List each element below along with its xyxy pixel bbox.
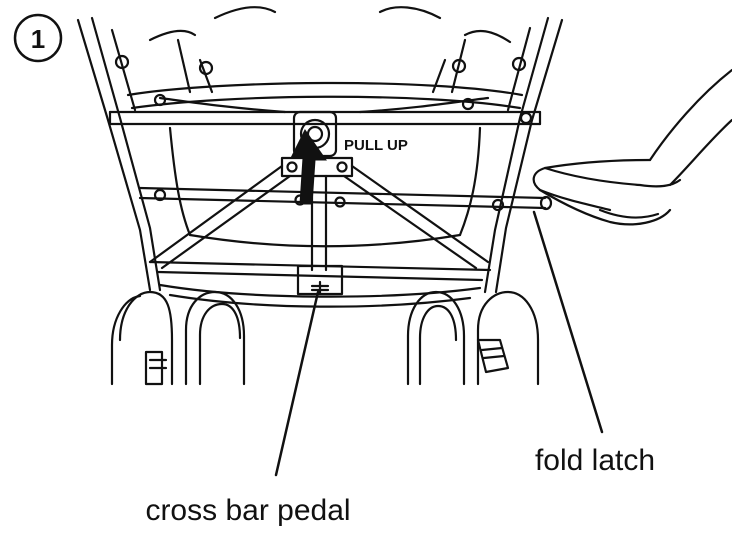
hand-illustration xyxy=(532,68,732,226)
label-cross-bar-pedal: cross bar pedal xyxy=(145,494,350,527)
step-circle xyxy=(13,13,63,63)
left-wheels xyxy=(110,290,246,386)
step-badge: 1 xyxy=(13,13,63,63)
step-number: 1 xyxy=(31,24,45,54)
right-wheels xyxy=(406,290,540,386)
release-handle xyxy=(280,110,354,178)
a-frame-bars xyxy=(148,164,492,282)
arrow-up-icon xyxy=(290,129,327,205)
pull-up-instruction: PULL UP xyxy=(344,137,408,154)
leader-lines xyxy=(274,210,604,477)
cross-bar-pedal xyxy=(296,264,344,296)
label-fold-latch: fold latch xyxy=(535,444,655,477)
seat-frame xyxy=(108,81,542,126)
lower-crossbar xyxy=(138,186,553,212)
leader-line-pedal xyxy=(274,290,320,477)
stroller-illustration xyxy=(76,6,732,477)
seat-curves xyxy=(148,6,512,94)
pull-up-arrow xyxy=(290,129,327,205)
leader-line-latch xyxy=(532,210,604,434)
